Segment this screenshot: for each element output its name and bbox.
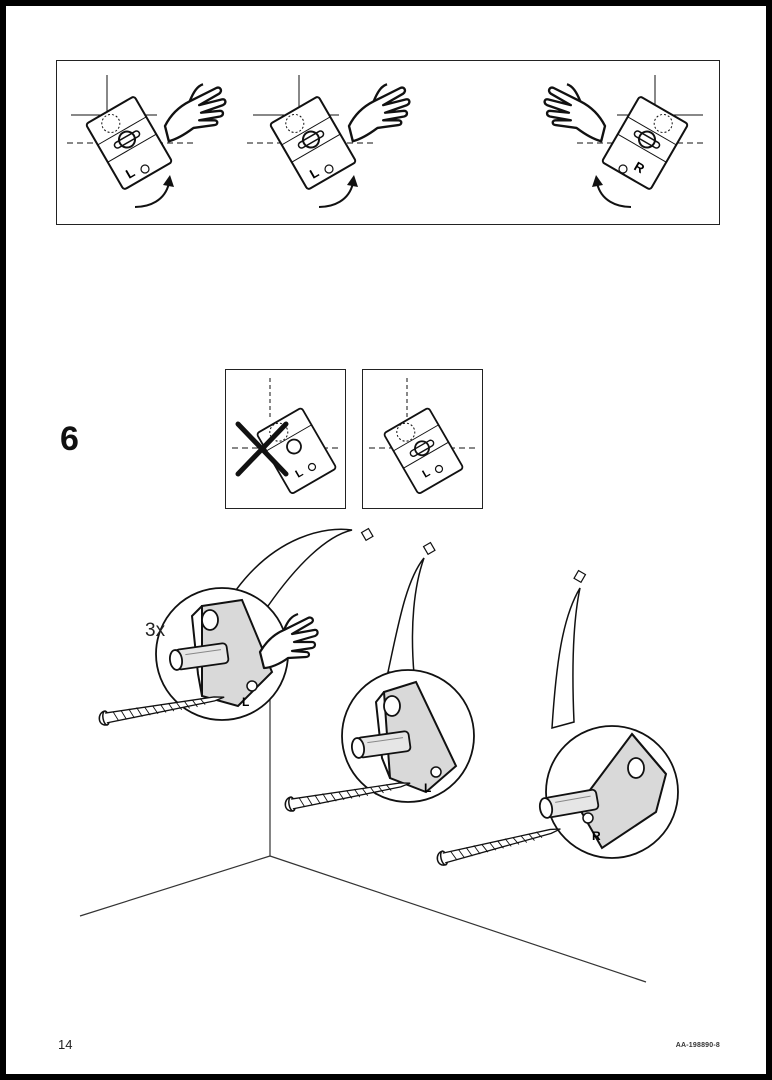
quantity-label: 3x	[145, 620, 166, 641]
pointing-hand-icon	[258, 612, 319, 670]
bracket-orientation-panel: L L	[56, 60, 720, 225]
page-number: 14	[58, 1037, 73, 1052]
small-bracket-marker	[360, 527, 587, 584]
bracket-letter-tag: R	[592, 829, 601, 843]
callout-bracket-left-2: L	[283, 669, 475, 813]
bracket-orientation-illustration: L L	[67, 75, 703, 208]
wrong-position-box: L	[225, 369, 346, 509]
screw-icon	[434, 821, 563, 868]
callout-bracket-left-1: L	[97, 587, 319, 727]
bracket-icon: L	[374, 680, 458, 795]
bracket-left-example-2: L	[247, 75, 411, 208]
document-code: AA-198890-8	[675, 1042, 720, 1049]
callout-bracket-right: R	[434, 725, 679, 868]
rotate-arrow-icon	[163, 175, 174, 187]
bracket-left-example-1: L	[67, 75, 227, 208]
bracket-right-example: R	[543, 75, 703, 208]
room-corner	[79, 696, 647, 983]
bracket-letter-tag: L	[242, 695, 249, 709]
step-number: 6	[60, 420, 79, 458]
instruction-page: L L	[6, 6, 766, 1074]
bracket-icon: L	[190, 598, 274, 709]
bracket-icon: R	[576, 732, 668, 850]
rotate-arrow-icon	[592, 175, 603, 187]
rotate-arrow-icon	[347, 175, 358, 187]
assembly-scene: L L	[79, 527, 679, 983]
bracket-letter-tag: L	[424, 781, 431, 795]
correct-position-box: L	[362, 369, 483, 509]
wrong-cross-icon	[235, 421, 289, 477]
